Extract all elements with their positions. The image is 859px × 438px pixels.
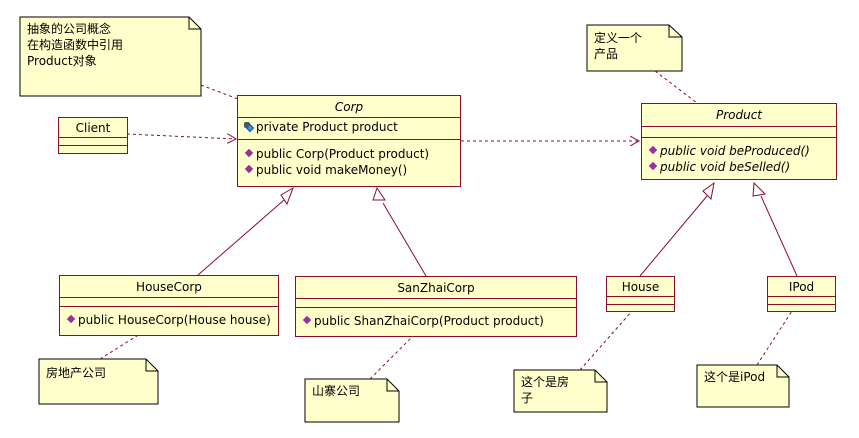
note-outline-real-estate (38, 358, 159, 405)
note-text: 山寨公司 (312, 384, 361, 398)
note-text: 定义一个 产品 (594, 31, 643, 61)
class-name: HouseCorp (60, 276, 278, 298)
class-client[interactable]: Client (58, 117, 128, 154)
note-anchor-house (579, 310, 633, 371)
operation-text: public Corp(Product product) (256, 147, 430, 161)
class-sanzhaicorp[interactable]: SanZhaiCorp public ShanZhaiCorp(Product … (295, 276, 577, 337)
class-house[interactable]: House (606, 276, 675, 312)
public-operation-icon (302, 315, 312, 325)
operation-section (607, 305, 674, 311)
generalization-house-product (639, 195, 708, 277)
operation-section: public ShanZhaiCorp(Product product) (296, 308, 576, 329)
public-operation-icon (648, 161, 658, 171)
attribute-row: private Product product (244, 119, 460, 135)
operation-section (768, 305, 835, 311)
operation-section: public HouseCorp(House house) (60, 307, 278, 328)
class-name: IPod (768, 277, 835, 297)
operation-section (59, 146, 127, 153)
note-outline-ipod (696, 364, 790, 408)
note-text: 抽象的公司概念 在构造函数中引用 Product对象 (27, 22, 124, 68)
note-abstract-corp: 抽象的公司概念 在构造函数中引用 Product对象 (21, 18, 189, 95)
class-name: SanZhaiCorp (296, 277, 576, 299)
generalization-head-corp-right (372, 186, 386, 201)
operation-row: public void beSelled() (648, 159, 836, 175)
operation-text: public HouseCorp(House house) (78, 313, 271, 327)
note-real-estate: 房地产公司 (40, 360, 145, 403)
attribute-section (607, 297, 674, 305)
operation-text: public ShanZhaiCorp(Product product) (314, 314, 544, 328)
generalization-ipod-product (760, 195, 798, 277)
attribute-section (296, 299, 576, 308)
class-name: Corp (238, 96, 460, 118)
attribute-text: private Product product (256, 120, 398, 134)
operation-text: public void beSelled() (660, 160, 791, 174)
operation-text: public void beProduced() (660, 144, 810, 158)
note-outline-house (513, 369, 608, 413)
class-name: Product (642, 104, 836, 127)
attribute-section (642, 127, 836, 138)
class-name: House (607, 277, 674, 297)
note-house: 这个是房 子 (515, 371, 595, 411)
note-shanzhai: 山寨公司 (306, 380, 386, 421)
note-outline-abstract-corp (19, 16, 202, 97)
class-product[interactable]: Product public void beProduced() public … (641, 103, 837, 180)
note-anchor-abstract-corp (200, 84, 239, 100)
operation-row: public void makeMoney() (244, 162, 460, 178)
attribute-section (59, 138, 127, 146)
generalization-head-product-left (702, 181, 715, 201)
operation-text: public void makeMoney() (256, 163, 408, 177)
public-operation-icon (66, 314, 76, 324)
note-ipod: 这个是iPod (698, 366, 778, 406)
public-operation-icon (648, 145, 658, 155)
attribute-section: private Product product (238, 118, 460, 140)
dependency-client-corp (126, 133, 236, 139)
note-text: 这个是房 子 (521, 375, 570, 405)
generalization-head-product-right (752, 181, 767, 197)
note-outline-shanzhai (304, 378, 400, 423)
operation-row: public HouseCorp(House house) (66, 312, 278, 328)
operation-section: public void beProduced() public void beS… (642, 138, 836, 175)
attribute-section (768, 297, 835, 305)
generalization-sanzhaicorp-corp (382, 202, 427, 277)
attribute-section (60, 298, 278, 307)
public-operation-icon (244, 164, 254, 174)
class-corp[interactable]: Corp private Product product public Corp… (237, 95, 461, 187)
note-anchor-define-product (654, 70, 698, 104)
operation-row: public void beProduced() (648, 143, 836, 159)
note-text: 房地产公司 (46, 366, 107, 380)
generalization-head-corp-left (280, 186, 294, 206)
private-attribute-icon (244, 122, 255, 133)
note-anchor-ipod (756, 310, 793, 366)
class-housecorp[interactable]: HouseCorp public HouseCorp(House house) (59, 275, 279, 336)
class-name: Client (59, 118, 127, 138)
operation-row: public Corp(Product product) (244, 146, 460, 162)
note-anchor-shanzhai (369, 336, 413, 380)
note-outline-define-product (586, 24, 683, 72)
note-anchor-real-estate (99, 333, 141, 360)
class-ipod[interactable]: IPod (767, 276, 836, 312)
generalization-housecorp-corp (197, 199, 285, 276)
note-text: 这个是iPod (704, 370, 766, 384)
public-operation-icon (244, 148, 254, 158)
operation-row: public ShanZhaiCorp(Product product) (302, 313, 576, 329)
operation-section: public Corp(Product product) public void… (238, 140, 460, 178)
note-define-product: 定义一个 产品 (588, 26, 668, 70)
